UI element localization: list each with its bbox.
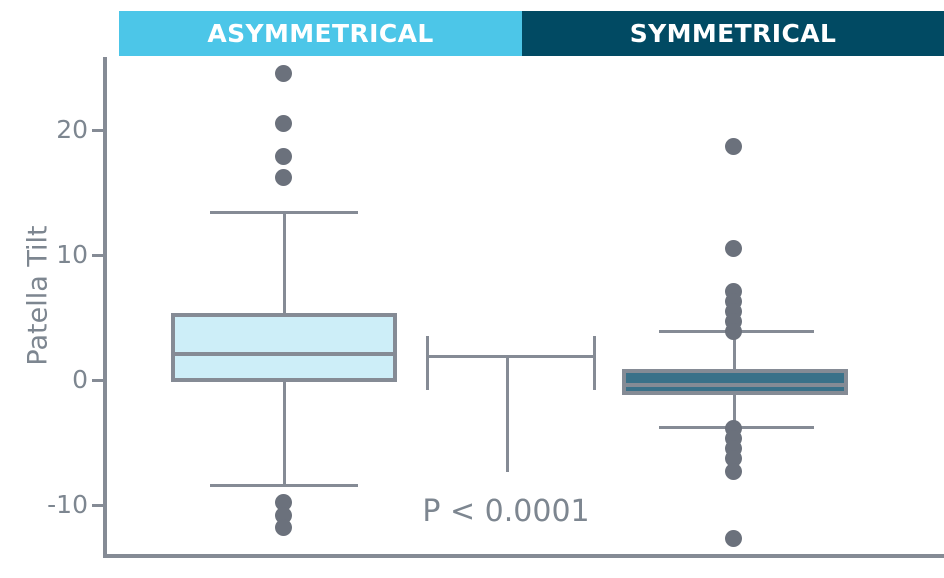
- whisker-cap-lower-asymmetrical: [210, 484, 358, 487]
- outlier-point: [275, 494, 292, 511]
- outlier-point: [725, 530, 742, 547]
- whisker-line-upper-asymmetrical: [283, 211, 286, 315]
- outlier-point: [725, 138, 742, 155]
- outlier-point: [275, 115, 292, 132]
- bracket-horizontal-line: [426, 355, 596, 358]
- whisker-line-lower-asymmetrical: [283, 379, 286, 486]
- median-line-asymmetrical: [173, 352, 395, 356]
- median-line-symmetrical: [624, 383, 846, 387]
- y-tick-20: [92, 129, 104, 132]
- group-banner-symmetrical: SYMMETRICAL: [522, 11, 944, 56]
- y-axis-line: [103, 57, 107, 558]
- bracket-right-tick: [593, 336, 596, 390]
- y-tick-label-20: 20: [56, 115, 88, 144]
- group-banner-symmetrical-label: SYMMETRICAL: [629, 19, 837, 48]
- y-tick-label-20-wrap: 20: [20, 115, 88, 145]
- p-value-annotation: P < 0.0001: [422, 494, 590, 529]
- y-tick-label-0: 0: [72, 365, 88, 394]
- y-tick-label-neg10: -10: [47, 490, 88, 519]
- y-tick-0: [92, 379, 104, 382]
- box-symmetrical: [622, 369, 848, 395]
- outlier-point: [275, 169, 292, 186]
- y-tick-label-10: 10: [56, 240, 88, 269]
- outlier-point: [725, 323, 742, 340]
- y-tick-label-10-wrap: 10: [20, 240, 88, 270]
- y-tick-label-0-wrap: 0: [20, 365, 88, 395]
- y-tick-label-neg10-wrap: -10: [20, 490, 88, 520]
- bracket-center-stem: [506, 355, 509, 472]
- bracket-left-tick: [426, 336, 429, 390]
- box-asymmetrical: [171, 313, 397, 382]
- outlier-point: [275, 519, 292, 536]
- whisker-line-lower-symmetrical: [733, 392, 736, 427]
- outlier-point: [275, 65, 292, 82]
- y-tick-10: [92, 254, 104, 257]
- outlier-point: [725, 450, 742, 467]
- outlier-point: [725, 240, 742, 257]
- whisker-line-upper-symmetrical: [733, 330, 736, 372]
- group-banner-asymmetrical-label: ASYMMETRICAL: [207, 19, 434, 48]
- outlier-point: [275, 148, 292, 165]
- y-tick-neg10: [92, 504, 104, 507]
- outlier-point: [725, 463, 742, 480]
- x-axis-line: [103, 554, 944, 558]
- y-axis-title: Patella Tilt: [22, 225, 54, 366]
- group-banner-asymmetrical: ASYMMETRICAL: [119, 11, 522, 56]
